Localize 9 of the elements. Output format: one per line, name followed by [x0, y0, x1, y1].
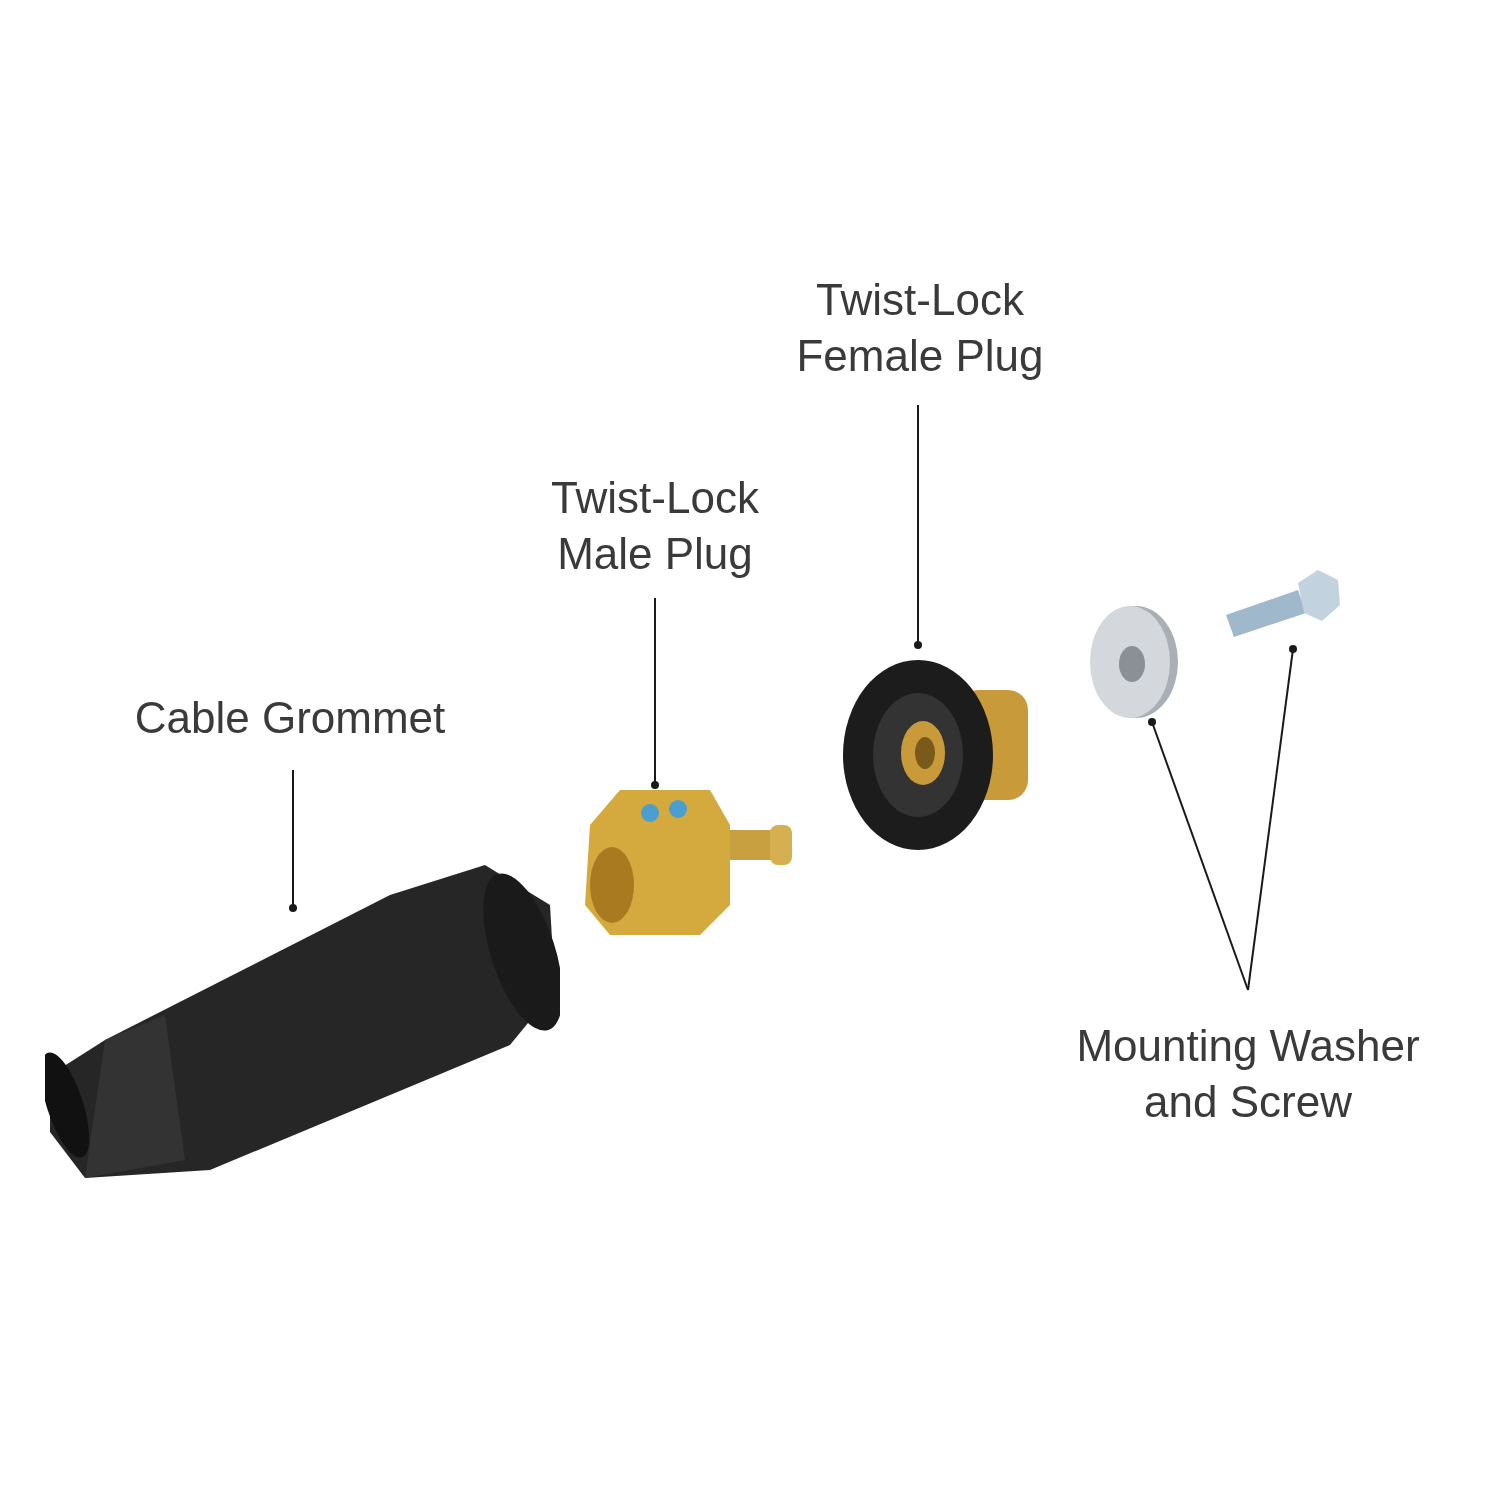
part-label: Cable Grommet — [80, 690, 500, 750]
leader-line — [914, 404, 922, 649]
part-label: Twist-Lock Male Plug — [500, 470, 810, 586]
leader-line — [651, 597, 659, 789]
leader-line — [289, 769, 297, 912]
part-label: Twist-Lock Female Plug — [760, 272, 1080, 388]
part-label: Mounting Washer and Screw — [1048, 1018, 1448, 1134]
leader-line — [1247, 645, 1297, 991]
leader-line — [1148, 718, 1249, 991]
